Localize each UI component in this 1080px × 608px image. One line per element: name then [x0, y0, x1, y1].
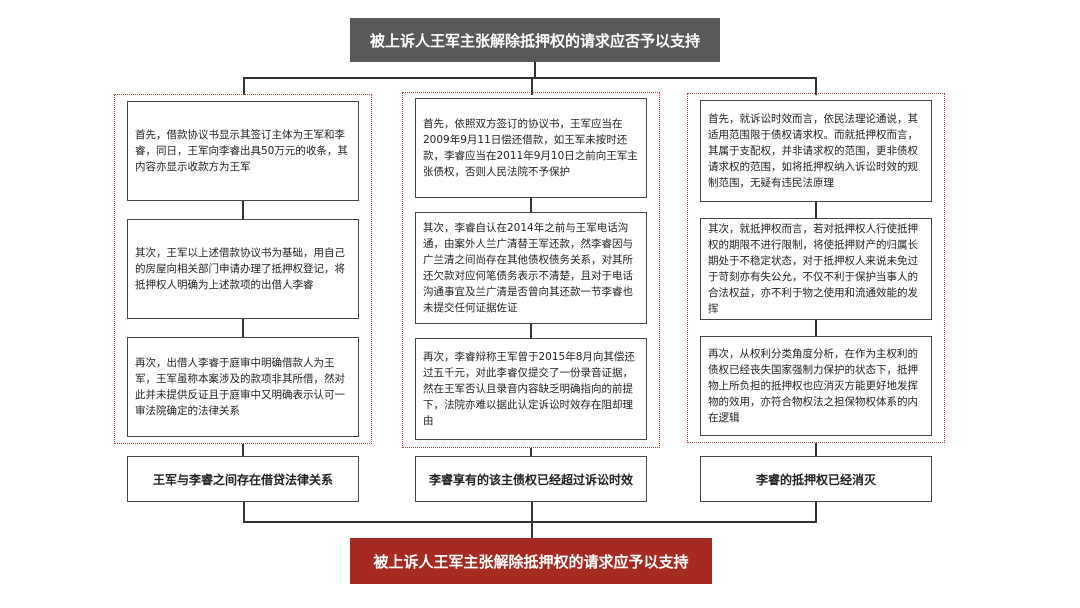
- connector: [531, 77, 533, 95]
- argument-group-3: [687, 93, 945, 443]
- connector: [242, 444, 244, 456]
- connector: [534, 62, 536, 78]
- conclusion-box-3: 李睿的抵押权已经消灭: [700, 456, 932, 502]
- argument-card: 其次，就抵押权而言，若对抵押权人行使抵押权的期限不进行限制，将使抵押财产的归属长…: [700, 218, 932, 320]
- connector: [243, 521, 817, 523]
- connector: [243, 502, 245, 522]
- argument-card: 再次，出借人李睿于庭审中明确借款人为王军，王军虽称本案涉及的款项非其所借，然对此…: [127, 337, 359, 437]
- argument-card: 再次，李睿辩称王军曾于2015年8月向其偿还过五千元，对此李睿仅提交了一份录音证…: [415, 338, 647, 440]
- connector: [815, 443, 817, 456]
- connector: [242, 201, 244, 219]
- connector: [243, 77, 245, 95]
- conclusion-box-1: 王军与李睿之间存在借贷法律关系: [127, 456, 359, 502]
- connector: [531, 502, 533, 538]
- connector: [242, 319, 244, 337]
- argument-group-1: [114, 94, 372, 444]
- argument-card: 其次，李睿自认在2014年之前与王军电话沟通，由案外人兰广清替王军还款，然李睿因…: [415, 212, 647, 324]
- connector: [243, 77, 817, 79]
- connector: [530, 448, 532, 456]
- argument-card: 首先，就诉讼时效而言，依民法理论通说，其适用范围限于债权请求权。而就抵押权而言，…: [700, 100, 932, 202]
- argument-group-2: [402, 92, 660, 448]
- argument-card: 首先，借款协议书显示其签订主体为王军和李睿，同日，王军向李睿出具50万元的收条，…: [127, 101, 359, 201]
- connector: [530, 324, 532, 338]
- top-question-text: 被上诉人王军主张解除抵押权的请求应否予以支持: [369, 31, 700, 50]
- argument-card: 其次，王军以上述借款协议书为基础，用自己的房屋向相关部门申请办理了抵押权登记，将…: [127, 219, 359, 319]
- connector: [530, 198, 532, 212]
- connector: [815, 320, 817, 336]
- connector: [815, 77, 817, 95]
- final-answer-text: 被上诉人王军主张解除抵押权的请求应予以支持: [373, 552, 689, 571]
- final-answer-box: 被上诉人王军主张解除抵押权的请求应予以支持: [350, 538, 712, 584]
- connector: [815, 202, 817, 218]
- connector: [815, 502, 817, 522]
- argument-card: 首先，依照双方签订的协议书，王军应当在2009年9月11日偿还借款，如王军未按时…: [415, 98, 647, 198]
- top-question-box: 被上诉人王军主张解除抵押权的请求应否予以支持: [350, 18, 720, 62]
- conclusion-box-2: 李睿享有的该主债权已经超过诉讼时效: [415, 456, 647, 502]
- argument-card: 再次，从权利分类角度分析，在作为主权利的债权已经丧失国家强制力保护的状态下，抵押…: [700, 336, 932, 436]
